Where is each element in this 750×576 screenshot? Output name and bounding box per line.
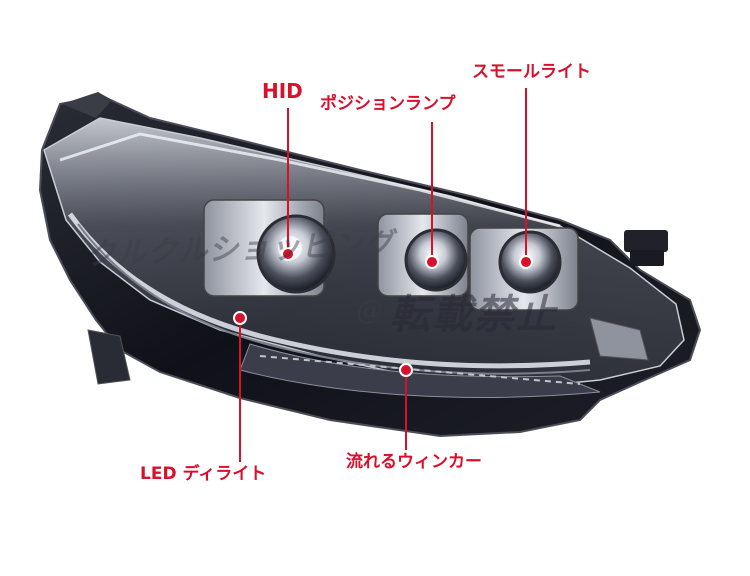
label-position-lamp: ポジションランプ: [320, 94, 456, 114]
led-drl-strip: [67, 212, 591, 375]
watermark-no-reprint: 転載禁止: [390, 291, 558, 338]
label-small-light: スモールライト: [472, 62, 591, 82]
label-led-daylight: LED ディライト: [140, 464, 267, 484]
watermark-at-mark: @: [356, 296, 382, 326]
callout-leaders: [233, 88, 533, 462]
turn-signal-bar: [239, 343, 601, 398]
label-hid: HID: [262, 79, 303, 103]
lens-cover: [43, 117, 685, 389]
label-flowing-winker: 流れるウィンカー: [346, 452, 482, 472]
